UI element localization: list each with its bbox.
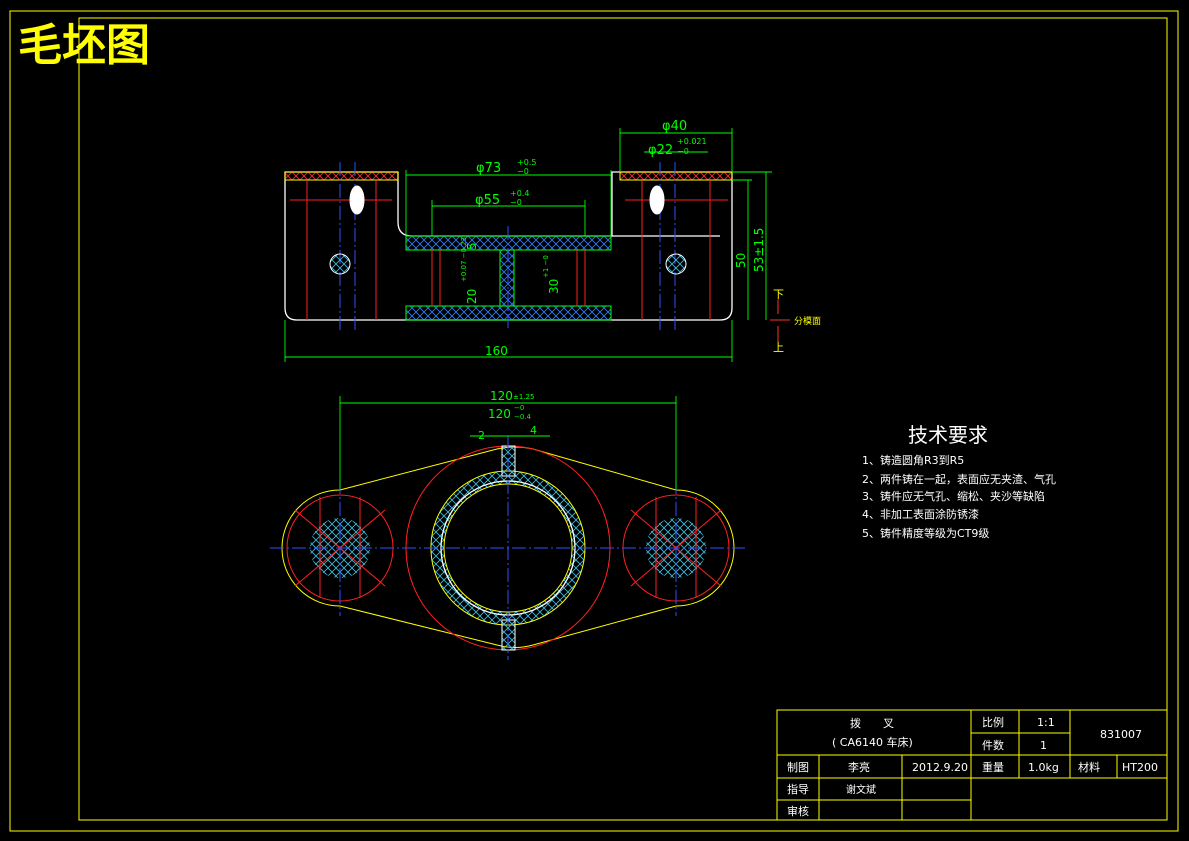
plan-outline [281, 446, 735, 648]
dim-d120: 120 [490, 389, 513, 403]
hatch-strip-right [619, 171, 733, 181]
dim-v20: 20 [465, 289, 479, 304]
tech-item-3: 3、铸件应无气孔、缩松、夹沙等缺陷 [862, 489, 1045, 503]
parting-up: 上 [773, 341, 784, 354]
dim-v5: 5 [465, 242, 479, 250]
tb-code: 831007 [1100, 728, 1142, 741]
dim-d73: φ73 [476, 161, 501, 176]
parting-plane-label: 分模面 [794, 316, 821, 327]
dim-d55: φ55 [475, 193, 500, 208]
dim-d22-tol-lo: −0 [677, 147, 689, 156]
bore-left-lower [330, 254, 350, 274]
tb-date: 2012.9.20 [912, 761, 968, 774]
hatch-web-middle [499, 249, 515, 307]
tb-drawn-name: 李亮 [848, 760, 870, 774]
dim-d55-tol-lo: −0 [510, 198, 522, 207]
tb-count-value: 1 [1040, 739, 1047, 752]
tb-part-sub: ( CA6140 车床) [832, 735, 913, 749]
dim-len160: 160 [485, 344, 508, 358]
dim-d22: φ22 [648, 143, 673, 158]
dim-v20-tol: +0.07 −0.23 [460, 237, 468, 282]
tech-item-1: 1、铸造圆角R3到R5 [862, 453, 964, 467]
dim-d55-tol-up: +0.4 [510, 189, 529, 198]
dim-d120b-tol-up: −0 [514, 404, 524, 412]
bore-left-upper [349, 185, 365, 215]
tb-part-name: 拨 叉 [850, 716, 894, 730]
bore-right-lower [666, 254, 686, 274]
dim-v53: 53±1.5 [752, 228, 766, 272]
dim-p2: 2 [478, 429, 485, 442]
technical-requirements: 技术要求 1、铸造圆角R3到R5 2、两件铸在一起，表面应无夹渣、气孔 3、铸件… [862, 423, 1056, 540]
tech-item-2: 2、两件铸在一起，表面应无夹渣、气孔 [862, 472, 1056, 486]
dim-d73-tol-lo: −0 [517, 167, 529, 176]
dim-p4: 4 [530, 424, 537, 437]
dim-v50: 50 [734, 253, 748, 268]
drawing-title: 毛坯图 [18, 20, 150, 71]
dim-d120-tol: ±1.25 [513, 393, 534, 401]
hatch-strip-left [284, 171, 399, 181]
title-block: 拨 叉 ( CA6140 车床) 比例 1:1 件数 1 831007 制图 李… [776, 709, 1168, 821]
tb-weight-value: 1.0kg [1028, 761, 1059, 774]
drawing-frame [78, 17, 1168, 821]
tech-item-4: 4、非加工表面涂防锈漆 [862, 507, 979, 521]
tb-scale-value: 1:1 [1037, 716, 1055, 729]
tech-heading: 技术要求 [908, 423, 988, 447]
tb-guide-name: 谢文斌 [846, 783, 876, 796]
front-section-view: φ40 φ22 +0.021 −0 φ73 +0.5 −0 φ55 +0.4 −… [284, 119, 821, 362]
dim-v30: 30 [547, 279, 561, 294]
dim-d22-tol-up: +0.021 [677, 137, 707, 146]
tb-guide-label: 指导 [787, 782, 809, 796]
tb-count-label: 件数 [982, 739, 1004, 752]
tech-item-5: 5、铸件精度等级为CT9级 [862, 526, 989, 540]
tb-material-value: HT200 [1122, 761, 1158, 774]
tb-material-label: 材料 [1078, 760, 1100, 774]
tb-scale-label: 比例 [982, 715, 1004, 729]
tb-weight-label: 重量 [982, 760, 1004, 774]
tb-review-label: 审核 [787, 804, 809, 818]
dim-d73-tol-up: +0.5 [517, 158, 536, 167]
sheet-border [9, 10, 1179, 832]
bore-right-upper [649, 185, 665, 215]
plan-view: 120 ±1.25 120 −0 −0.4 2 4 [270, 389, 745, 660]
dim-d120b-tol-lo: −0.4 [514, 413, 532, 421]
dim-d40: φ40 [662, 119, 687, 134]
casting-outline [284, 171, 733, 321]
dim-v30-tol: +1 −0 [542, 255, 550, 278]
tb-drawn-label: 制图 [787, 761, 809, 774]
parting-down: 下 [773, 288, 784, 301]
dim-d120b: 120 [488, 407, 511, 421]
